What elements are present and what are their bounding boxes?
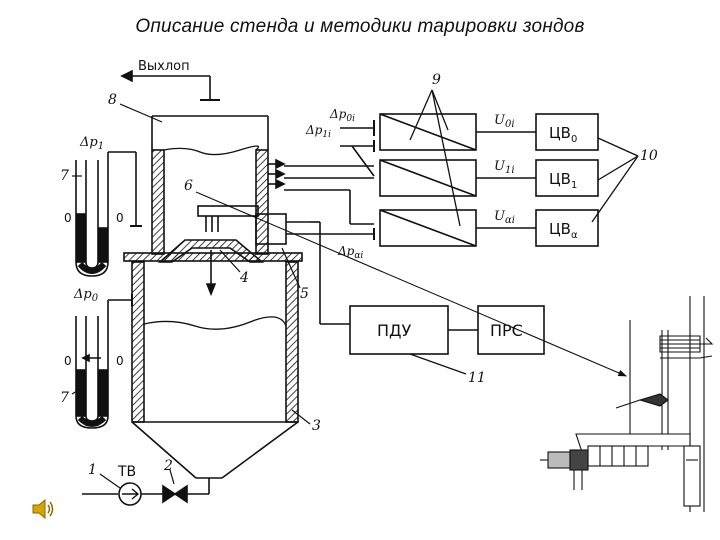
number-6: 6 [184, 178, 193, 194]
dv0-box [535, 113, 599, 151]
dp0i-label: Δp0i [329, 107, 355, 124]
number-4: 4 [239, 270, 249, 286]
transducer-1 [379, 159, 477, 197]
manometer-dp0 [75, 294, 133, 429]
valve-tv-label: ТВ [117, 464, 136, 480]
nozzle-4 [123, 239, 303, 297]
exhaust-outlet [120, 69, 220, 101]
number-11: 11 [468, 370, 486, 386]
u0i-label: U0i [494, 113, 515, 130]
exhaust-label: Выхлоп [138, 59, 190, 74]
zero-mark: 0 [64, 211, 72, 225]
probe-6 [197, 205, 310, 245]
transducer-0 [379, 113, 477, 151]
zero-mark: 0 [116, 354, 124, 368]
callout-10-lines [591, 137, 639, 223]
number-3: 3 [312, 418, 321, 434]
zero-mark: 0 [116, 211, 124, 225]
lower-tank-3 [131, 261, 299, 479]
number-10: 10 [640, 148, 658, 164]
number-5: 5 [300, 286, 309, 302]
speaker-icon[interactable] [30, 496, 56, 522]
number-9: 9 [432, 72, 441, 88]
probe-detail-inset [540, 296, 714, 512]
dv1-box [535, 159, 599, 197]
number-2: 2 [163, 458, 173, 474]
upper-chamber [151, 115, 269, 255]
pdu-label: ПДУ [377, 321, 412, 340]
pump-1[interactable] [118, 482, 142, 506]
transducer-alpha [379, 209, 477, 247]
number-1: 1 [88, 462, 97, 478]
dp1i-label: Δp1i [305, 123, 331, 140]
u1i-label: U1i [494, 159, 515, 176]
detail-pointer-arrow [195, 191, 628, 377]
feed-line [82, 478, 210, 495]
number-8: 8 [108, 92, 117, 108]
prs-label: ПРС [490, 321, 523, 340]
transducer-to-dv-lines [476, 131, 536, 229]
number-7: 7 [60, 168, 69, 184]
number-7: 7 [60, 390, 69, 406]
dva-label: ЦВα [549, 220, 578, 241]
manometer-dp1 [75, 151, 142, 277]
dv1-label: ЦВ1 [549, 170, 577, 191]
dva-box [535, 209, 599, 247]
signal-lines [268, 120, 375, 325]
number-leaders [71, 103, 311, 489]
dpai-label: Δpαi [337, 244, 363, 261]
valve-2[interactable] [162, 484, 188, 504]
slide-title: Описание стенда и методики тарировки зон… [135, 16, 585, 37]
dp0-label: Δp0 [73, 287, 99, 304]
dv0-label: ЦВ0 [549, 124, 577, 145]
zero-mark: 0 [64, 354, 72, 368]
callout-11-line [409, 353, 467, 375]
uai-label: Uαi [494, 209, 515, 226]
callout-9-lines [409, 89, 461, 227]
dp1-label: Δp1 [79, 135, 104, 152]
